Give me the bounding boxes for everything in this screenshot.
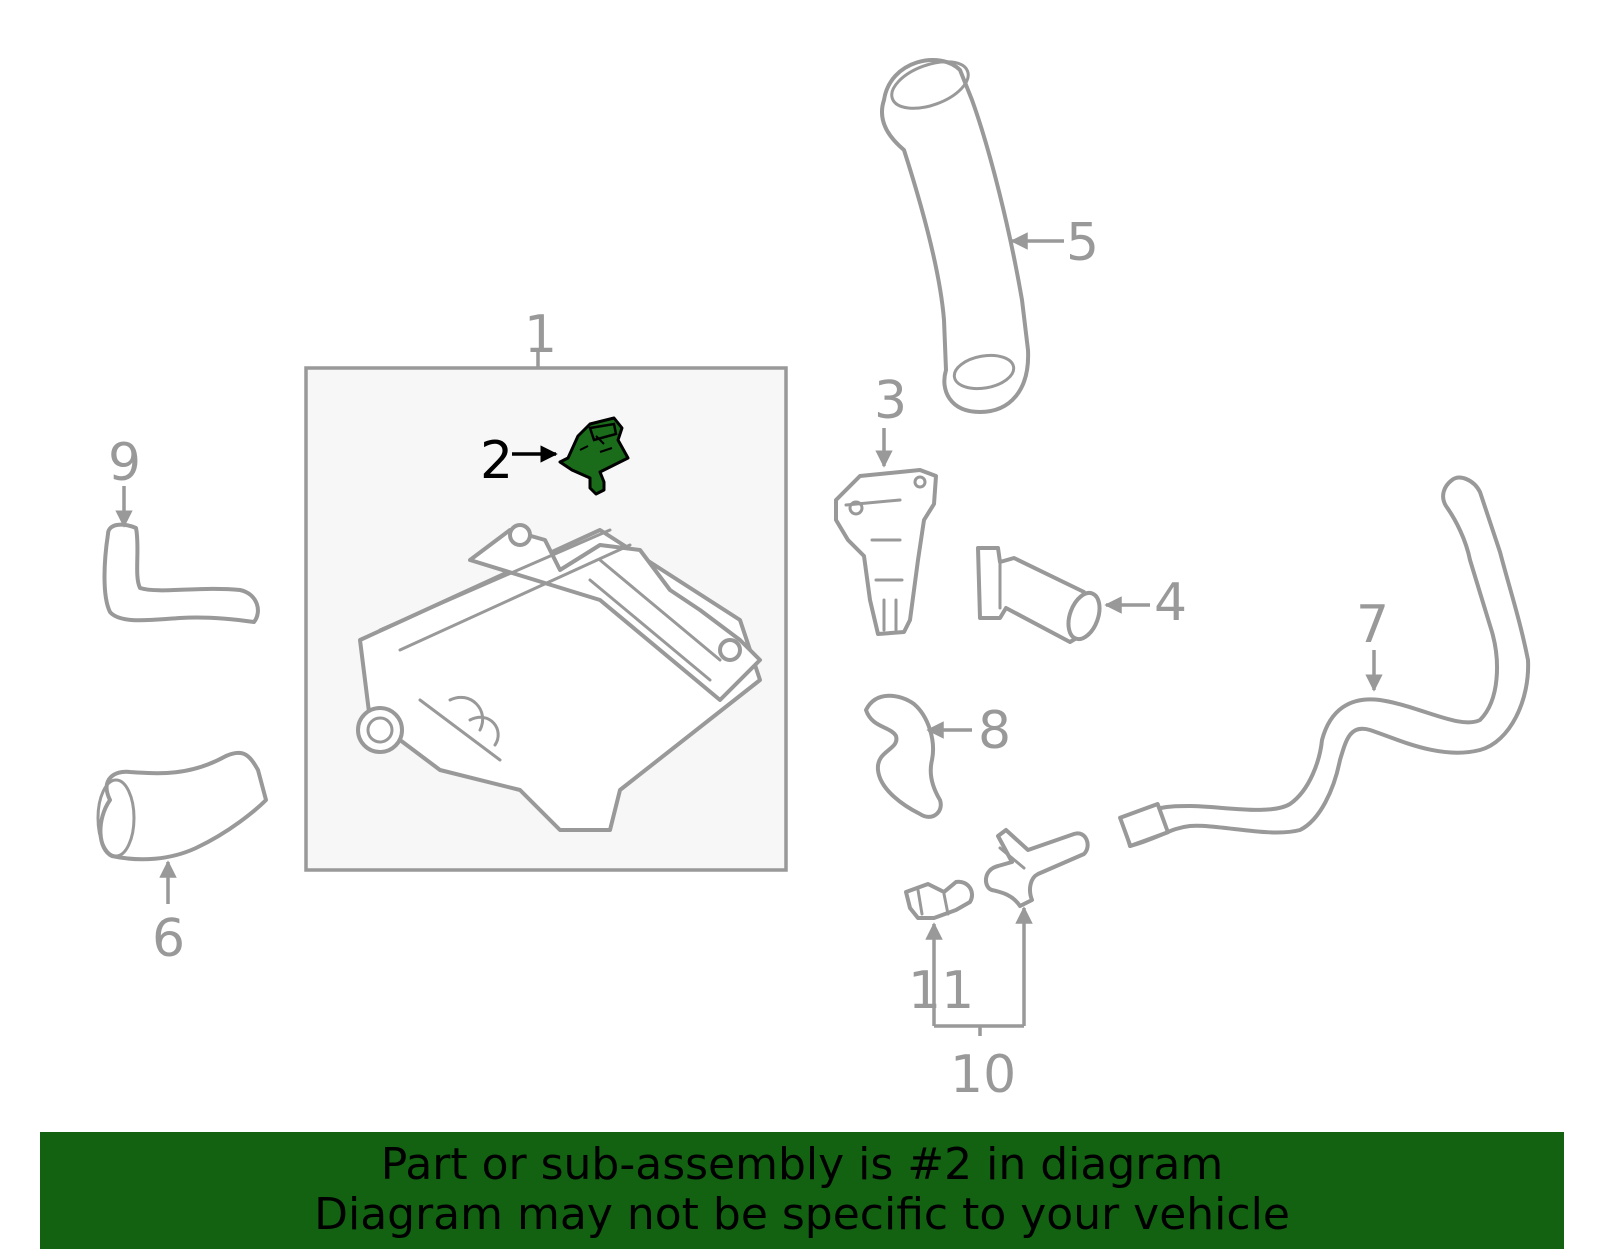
part-8-hose[interactable] xyxy=(864,693,972,819)
part-6-hose[interactable] xyxy=(96,750,268,904)
callout-3[interactable]: 3 xyxy=(874,371,907,431)
banner-line-1: Part or sub-assembly is #2 in diagram xyxy=(380,1139,1224,1190)
part-10-fitting[interactable] xyxy=(984,828,1090,908)
callout-11[interactable]: 11 xyxy=(908,961,974,1021)
callout-7[interactable]: 7 xyxy=(1356,595,1389,655)
part-3-valve[interactable] xyxy=(834,428,938,636)
part-9-hose[interactable] xyxy=(102,486,260,624)
callout-2[interactable]: 2 xyxy=(480,431,513,491)
callout-4[interactable]: 4 xyxy=(1154,573,1187,633)
info-banner: Part or sub-assembly is #2 in diagram Di… xyxy=(40,1132,1564,1249)
banner-line-2: Diagram may not be specific to your vehi… xyxy=(314,1189,1290,1240)
intercooler-assembly-group xyxy=(304,352,788,872)
intercooler-body[interactable] xyxy=(356,523,762,832)
callout-8[interactable]: 8 xyxy=(978,701,1011,761)
part-5-hose[interactable] xyxy=(880,53,1064,414)
callout-9[interactable]: 9 xyxy=(108,433,141,493)
highlighted-part-2-sensor[interactable] xyxy=(512,416,630,496)
callout-6[interactable]: 6 xyxy=(152,909,185,969)
callout-1[interactable]: 1 xyxy=(524,305,557,365)
callout-10[interactable]: 10 xyxy=(950,1045,1016,1105)
part-7-hose[interactable] xyxy=(1118,475,1531,848)
callout-5[interactable]: 5 xyxy=(1066,213,1099,273)
part-11-cap[interactable] xyxy=(904,879,975,920)
part-4-connector[interactable] xyxy=(976,546,1150,644)
bracket-10-11 xyxy=(925,906,1033,1036)
